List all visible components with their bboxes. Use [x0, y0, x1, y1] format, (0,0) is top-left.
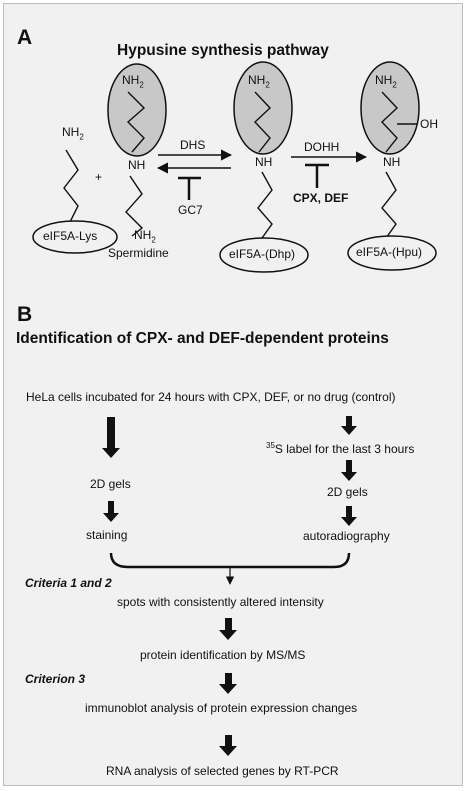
panel-b-letter: B — [17, 303, 33, 326]
hpu-nh: NH — [383, 155, 401, 169]
dhp-chain-top — [254, 91, 271, 153]
arrow-to-rna — [219, 735, 237, 756]
dhp-oval — [233, 61, 293, 155]
eif5a-lys-label: eIF5A-Lys — [43, 229, 98, 243]
panel-b-title: Identification of CPX- and DEF-dependent… — [16, 330, 389, 347]
radiolabel-step: 35S label for the last 3 hours — [266, 441, 415, 456]
arrow-to-autoradiography — [341, 506, 357, 526]
rna-text: RNA analysis of selected genes by RT-PCR — [106, 764, 339, 778]
hpu-oval — [360, 61, 420, 155]
arrow-to-immunoblot — [219, 673, 237, 694]
gc7-label: GC7 — [178, 203, 203, 217]
eif5a-hpu-label: eIF5A-(Hpu) — [356, 245, 423, 259]
intro-text: HeLa cells incubated for 24 hours with C… — [26, 390, 396, 404]
panel-a-letter: A — [17, 26, 33, 49]
criteria-1-2-label: Criteria 1 and 2 — [25, 576, 112, 590]
spermidine-nh2-bottom: NH2 — [134, 228, 156, 245]
dhs-label: DHS — [180, 138, 206, 152]
dhp-chain-bottom — [257, 171, 273, 239]
cpx-def-inhibitor-label: CPX, DEF — [293, 191, 349, 205]
spermidine-nh: NH — [128, 158, 146, 172]
spermidine-oval — [107, 63, 167, 157]
lys-nh2: NH2 — [62, 125, 84, 142]
spermidine-nh2-top: NH2 — [122, 73, 144, 90]
merge-bracket — [109, 552, 351, 569]
hpu-chain-bottom — [381, 171, 397, 239]
eif5a-dhp-label: eIF5A-(Dhp) — [229, 247, 296, 261]
arrow-to-left-gels — [102, 417, 120, 458]
spermidine-chain-bottom — [125, 175, 144, 237]
left-2d-gels: 2D gels — [90, 477, 131, 491]
eif5a-dhp-oval — [219, 237, 309, 273]
dhp-nh2: NH2 — [248, 73, 270, 90]
hpu-chain-top — [381, 91, 398, 153]
hpu-oh: OH — [420, 117, 438, 131]
lys-side-chain — [63, 149, 79, 223]
arrow-to-right-gels — [341, 460, 357, 481]
panel-a-title: Hypusine synthesis pathway — [117, 42, 329, 59]
dohh-label: DOHH — [304, 140, 340, 154]
dhp-nh: NH — [255, 155, 273, 169]
immunoblot-text: immunoblot analysis of protein expressio… — [85, 701, 358, 715]
arrow-to-staining — [103, 501, 119, 522]
spermidine-label: Spermidine — [108, 246, 169, 260]
spots-text: spots with consistently altered intensit… — [117, 595, 324, 609]
autoradiography-label: autoradiography — [303, 529, 390, 543]
flow-arrows — [102, 416, 357, 756]
eif5a-hpu-oval — [347, 235, 437, 271]
plus-sign: + — [95, 170, 103, 184]
hpu-nh2: NH2 — [375, 73, 397, 90]
arrow-to-msms — [219, 618, 237, 640]
eif5a-lys-oval — [32, 220, 118, 254]
spermidine-chain-top — [126, 91, 146, 153]
right-2d-gels: 2D gels — [327, 485, 368, 499]
msms-text: protein identification by MS/MS — [140, 648, 306, 662]
criterion-3-label: Criterion 3 — [25, 672, 86, 686]
staining-label: staining — [86, 528, 128, 542]
arrow-to-label — [341, 416, 357, 435]
